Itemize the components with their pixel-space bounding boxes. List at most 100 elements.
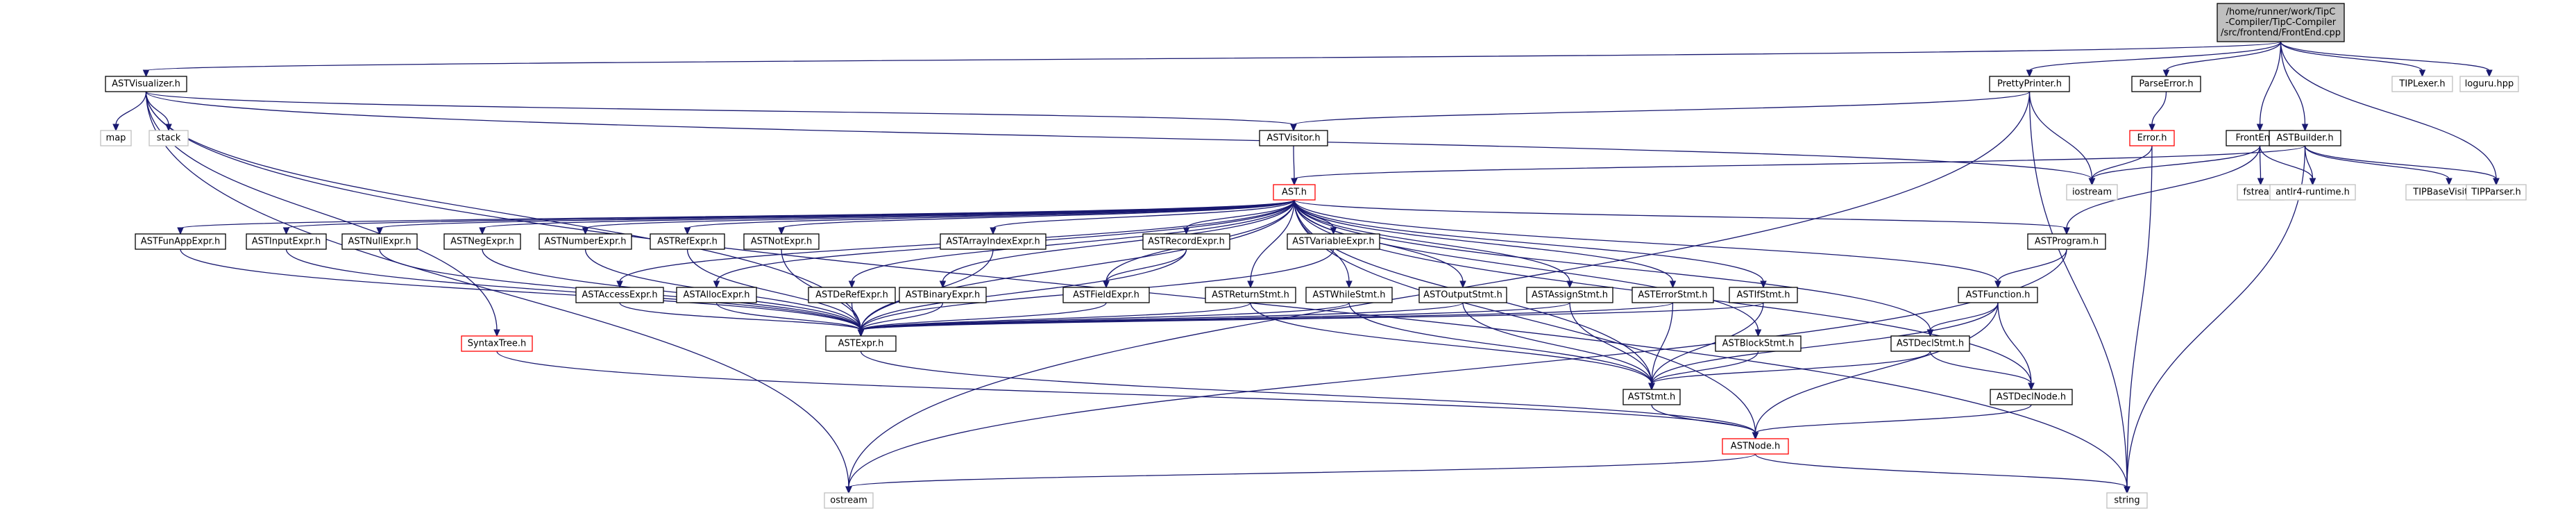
- node-box-funapp[interactable]: [135, 233, 226, 250]
- node-funapp[interactable]: ASTFunAppExpr.h: [135, 233, 226, 250]
- node-box-antlr[interactable]: [2269, 184, 2356, 201]
- node-box-function[interactable]: [1958, 287, 2038, 303]
- node-syntaxtree[interactable]: SyntaxTree.h: [461, 335, 533, 352]
- node-iostream[interactable]: iostream: [2066, 184, 2118, 201]
- node-loguru[interactable]: loguru.hpp: [2459, 76, 2519, 92]
- node-expr[interactable]: ASTExpr.h: [825, 335, 897, 352]
- node-box-returnstmt[interactable]: [1205, 287, 1296, 303]
- node-box-string[interactable]: [2106, 492, 2148, 509]
- node-astvisitor[interactable]: ASTVisitor.h: [1259, 130, 1328, 146]
- node-box-ref[interactable]: [650, 233, 725, 250]
- node-box-tipparser[interactable]: [2466, 184, 2527, 201]
- node-string[interactable]: string: [2106, 492, 2148, 509]
- arrowhead-ast-to-whilestmt: [1346, 280, 1353, 289]
- node-variable[interactable]: ASTVariableExpr.h: [1287, 233, 1380, 250]
- node-box-astvisualizer[interactable]: [105, 76, 187, 92]
- node-astvisualizer[interactable]: ASTVisualizer.h: [105, 76, 187, 92]
- node-tipparser[interactable]: TIPParser.h: [2466, 184, 2527, 201]
- node-blockstmt[interactable]: ASTBlockStmt.h: [1715, 335, 1802, 352]
- node-box-alloc[interactable]: [676, 287, 757, 303]
- node-box-blockstmt[interactable]: [1715, 335, 1802, 352]
- node-deref[interactable]: ASTDeRefExpr.h: [808, 287, 896, 303]
- node-box-input[interactable]: [246, 233, 327, 250]
- node-declnode[interactable]: ASTDeclNode.h: [1990, 389, 2073, 405]
- edge-parseerror-to-errorh: [2151, 91, 2167, 126]
- node-box-variable[interactable]: [1287, 233, 1380, 250]
- node-stmt[interactable]: ASTStmt.h: [1622, 389, 1681, 405]
- edge-prettyprinter-to-iostream: [2028, 91, 2093, 180]
- node-box-ifstmt[interactable]: [1729, 287, 1798, 303]
- node-access[interactable]: ASTAccessExpr.h: [575, 287, 664, 303]
- node-null[interactable]: ASTNullExpr.h: [341, 233, 418, 250]
- node-prettyprinter[interactable]: PrettyPrinter.h: [1989, 76, 2070, 92]
- node-box-program[interactable]: [2027, 233, 2106, 250]
- node-box-tiplexer[interactable]: [2391, 76, 2453, 92]
- node-function[interactable]: ASTFunction.h: [1958, 287, 2038, 303]
- node-box-stack[interactable]: [149, 130, 189, 146]
- node-box-loguru[interactable]: [2459, 76, 2519, 92]
- node-box-iostream[interactable]: [2066, 184, 2118, 201]
- node-box-errorh[interactable]: [2129, 130, 2175, 146]
- node-antlr[interactable]: antlr4-runtime.h: [2269, 184, 2356, 201]
- node-outputstmt[interactable]: ASTOutputStmt.h: [1418, 287, 1507, 303]
- node-box-outputstmt[interactable]: [1418, 287, 1507, 303]
- node-node[interactable]: ASTNode.h: [1722, 438, 1789, 455]
- node-label-stmt: ASTStmt.h: [1628, 392, 1676, 403]
- node-ref[interactable]: ASTRefExpr.h: [650, 233, 725, 250]
- node-box-arrayindex[interactable]: [940, 233, 1046, 250]
- arrowhead-root-to-prettyprinter: [2026, 69, 2033, 78]
- node-arrayindex[interactable]: ASTArrayIndexExpr.h: [940, 233, 1046, 250]
- node-not[interactable]: ASTNotExpr.h: [743, 233, 820, 250]
- node-box-not[interactable]: [743, 233, 820, 250]
- node-field[interactable]: ASTFieldExpr.h: [1062, 287, 1150, 303]
- edge-ast-to-assignstmt: [1294, 199, 1570, 283]
- node-astbuilder[interactable]: ASTBuilder.h: [2269, 130, 2341, 146]
- node-errorh[interactable]: Error.h: [2129, 130, 2175, 146]
- node-ast[interactable]: AST.h: [1273, 184, 1316, 201]
- node-box-ast[interactable]: [1273, 184, 1316, 201]
- node-whilestmt[interactable]: ASTWhileStmt.h: [1305, 287, 1393, 303]
- node-box-null[interactable]: [341, 233, 418, 250]
- node-input[interactable]: ASTInputExpr.h: [246, 233, 327, 250]
- node-ostream[interactable]: ostream: [824, 492, 874, 509]
- node-errorstmt[interactable]: ASTErrorStmt.h: [1632, 287, 1714, 303]
- node-number[interactable]: ASTNumberExpr.h: [539, 233, 632, 250]
- node-box-deref[interactable]: [808, 287, 896, 303]
- node-stack[interactable]: stack: [149, 130, 189, 146]
- node-parseerror[interactable]: ParseError.h: [2131, 76, 2201, 92]
- node-box-number[interactable]: [539, 233, 632, 250]
- node-box-ostream[interactable]: [824, 492, 874, 509]
- node-box-prettyprinter[interactable]: [1989, 76, 2070, 92]
- node-box-record[interactable]: [1142, 233, 1230, 250]
- node-program[interactable]: ASTProgram.h: [2027, 233, 2106, 250]
- node-neg[interactable]: ASTNegExpr.h: [443, 233, 521, 250]
- node-box-errorstmt[interactable]: [1632, 287, 1714, 303]
- node-box-astvisitor[interactable]: [1259, 130, 1328, 146]
- node-alloc[interactable]: ASTAllocExpr.h: [676, 287, 757, 303]
- node-box-root[interactable]: [2217, 3, 2345, 42]
- node-box-assignstmt[interactable]: [1526, 287, 1613, 303]
- node-box-declstmt[interactable]: [1890, 335, 1970, 352]
- node-box-field[interactable]: [1062, 287, 1150, 303]
- node-box-whilestmt[interactable]: [1305, 287, 1393, 303]
- node-box-parseerror[interactable]: [2131, 76, 2201, 92]
- node-box-expr[interactable]: [825, 335, 897, 352]
- node-box-stmt[interactable]: [1622, 389, 1681, 405]
- node-box-syntaxtree[interactable]: [461, 335, 533, 352]
- node-binary[interactable]: ASTBinaryExpr.h: [899, 287, 987, 303]
- node-box-map[interactable]: [100, 130, 132, 146]
- node-returnstmt[interactable]: ASTReturnStmt.h: [1205, 287, 1296, 303]
- node-box-declnode[interactable]: [1990, 389, 2073, 405]
- node-box-neg[interactable]: [443, 233, 521, 250]
- node-box-access[interactable]: [575, 287, 664, 303]
- node-map[interactable]: map: [100, 130, 132, 146]
- node-root[interactable]: /home/runner/work/TipC-Compiler/TipC-Com…: [2217, 3, 2345, 42]
- node-tiplexer[interactable]: TIPLexer.h: [2391, 76, 2453, 92]
- node-ifstmt[interactable]: ASTIfStmt.h: [1729, 287, 1798, 303]
- node-box-node[interactable]: [1722, 438, 1789, 455]
- node-declstmt[interactable]: ASTDeclStmt.h: [1890, 335, 1970, 352]
- node-assignstmt[interactable]: ASTAssignStmt.h: [1526, 287, 1613, 303]
- node-box-binary[interactable]: [899, 287, 987, 303]
- node-box-astbuilder[interactable]: [2269, 130, 2341, 146]
- node-record[interactable]: ASTRecordExpr.h: [1142, 233, 1230, 250]
